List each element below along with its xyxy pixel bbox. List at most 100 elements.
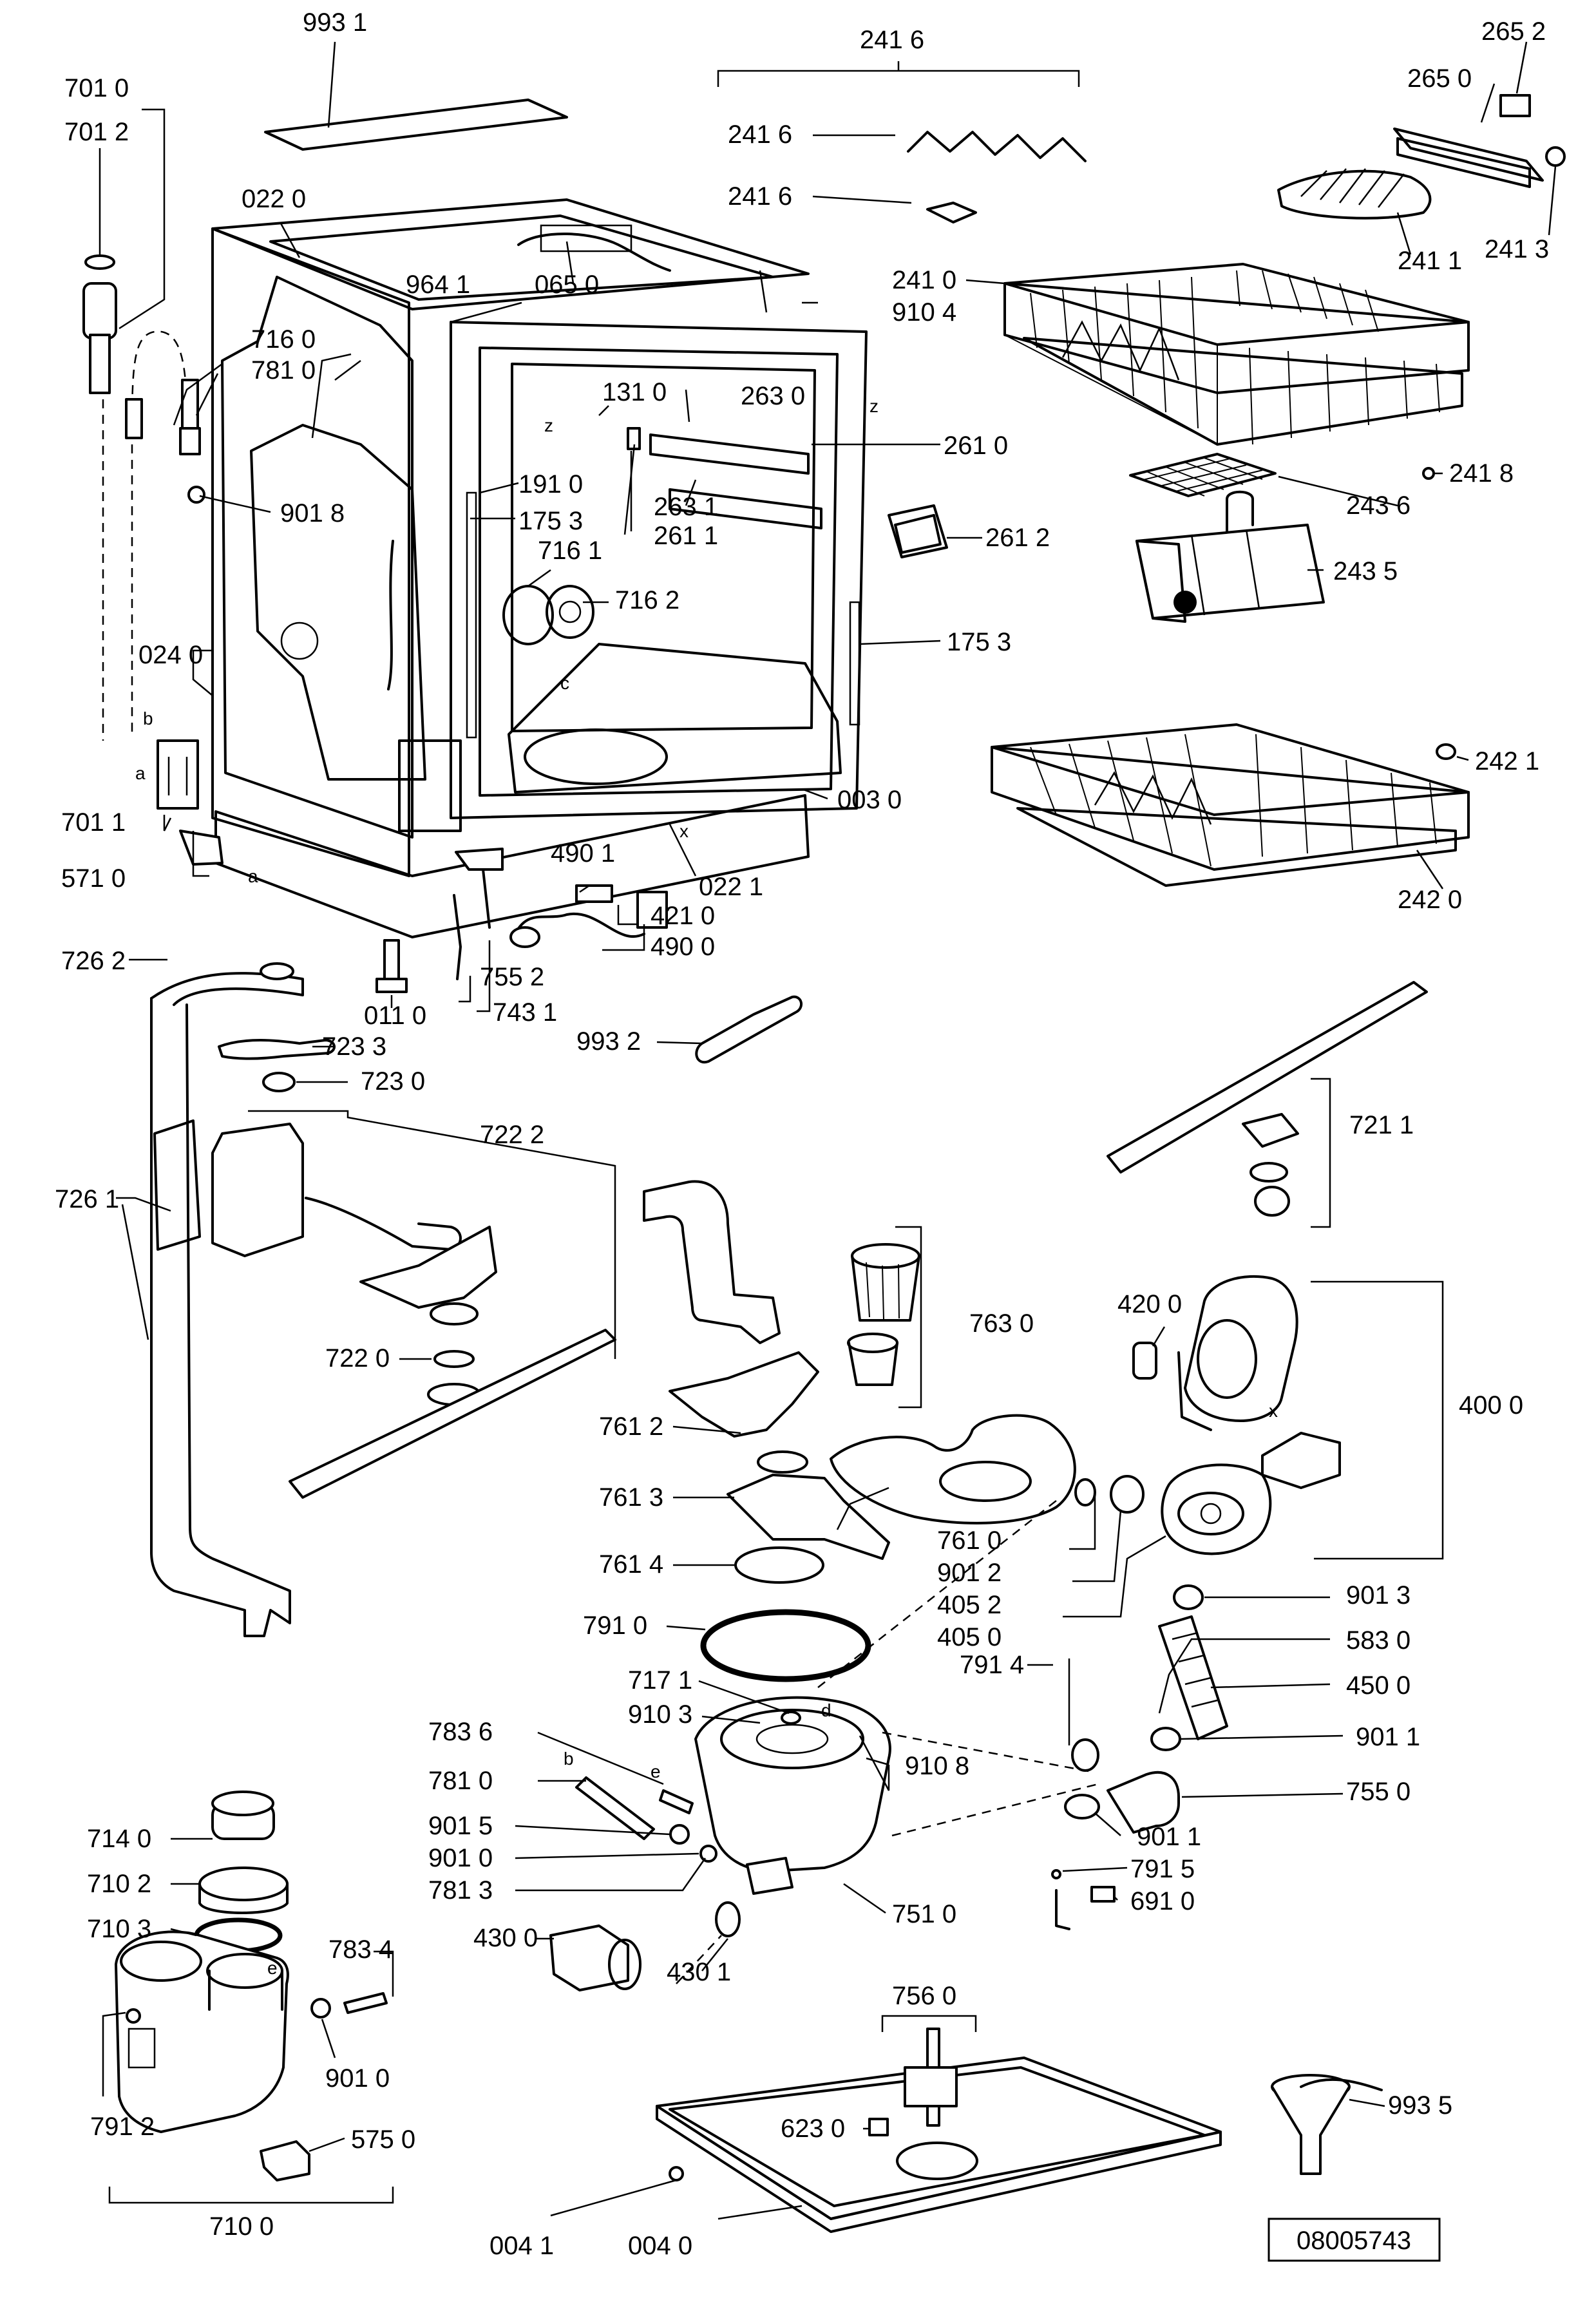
letter-d: d (821, 1700, 831, 1720)
label-901-5: 901 5 (428, 1812, 493, 1840)
label-421-0: 421 0 (651, 902, 715, 930)
label-241-6-clip: 241 6 (728, 182, 792, 211)
label-717-1: 717 1 (628, 1666, 692, 1695)
label-901-0-a: 901 0 (428, 1844, 493, 1872)
letter-c: c (560, 673, 569, 693)
label-901-1-a: 901 1 (1356, 1723, 1420, 1751)
label-241-6-group: 241 6 (860, 26, 924, 54)
label-241-3: 241 3 (1485, 235, 1549, 263)
label-722-0: 722 0 (325, 1344, 390, 1373)
tub-cabinet-part (211, 198, 948, 938)
label-265-0: 265 0 (1407, 64, 1472, 93)
label-781-0-b: 781 0 (428, 1767, 493, 1795)
letter-b-2: b (564, 1749, 574, 1769)
drawing-code: 08005743 (1297, 2227, 1411, 2255)
label-263-1: 263 1 (654, 493, 718, 521)
label-993-2: 993 2 (576, 1027, 641, 1056)
base-plate-part (656, 2028, 1383, 2233)
label-716-2: 716 2 (615, 586, 679, 614)
upper-spray-arm-part (1107, 981, 1428, 1217)
label-901-3: 901 3 (1346, 1581, 1411, 1610)
label-993-1: 993 1 (303, 8, 367, 37)
label-022-1: 022 1 (699, 873, 763, 901)
label-623-0: 623 0 (781, 2114, 845, 2143)
label-756-0: 756 0 (892, 1982, 956, 2010)
label-723-0: 723 0 (361, 1067, 425, 1096)
pump-filter-parts (549, 1180, 1341, 1991)
label-993-5: 993 5 (1388, 2091, 1452, 2120)
label-791-4: 791 4 (960, 1651, 1024, 1679)
label-901-1-b: 901 1 (1137, 1823, 1201, 1851)
label-701-2: 701 2 (64, 118, 129, 146)
letter-a-1: a (248, 866, 258, 886)
label-783-6: 783 6 (428, 1718, 493, 1746)
label-910-8: 910 8 (905, 1752, 969, 1780)
label-241-0: 241 0 (892, 266, 956, 294)
label-701-0: 701 0 (64, 74, 129, 102)
label-761-4: 761 4 (599, 1550, 663, 1579)
label-583-0: 583 0 (1346, 1626, 1411, 1655)
label-241-6-tine: 241 6 (728, 120, 792, 149)
label-901-0-b: 901 0 (325, 2064, 390, 2093)
label-783-4: 783 4 (328, 1935, 393, 1964)
label-761-2: 761 2 (599, 1412, 663, 1441)
leader-lines (102, 41, 1557, 2220)
label-781-0-a: 781 0 (251, 356, 316, 385)
label-761-0: 761 0 (937, 1526, 1002, 1555)
label-722-2: 722 2 (480, 1121, 544, 1149)
label-726-1: 726 1 (55, 1185, 119, 1213)
label-261-0: 261 0 (944, 432, 1008, 460)
label-763-0: 763 0 (969, 1309, 1034, 1338)
upper-rack-part (907, 94, 1566, 623)
label-261-2: 261 2 (985, 524, 1050, 552)
part-labels: 993 1 701 0 701 2 022 0 964 1 065 0 716 … (55, 8, 1549, 2260)
label-791-0: 791 0 (583, 1611, 647, 1640)
label-710-2: 710 2 (87, 1870, 151, 1898)
label-405-2: 405 2 (937, 1591, 1002, 1619)
label-022-0: 022 0 (242, 185, 306, 213)
label-004-1: 004 1 (489, 2232, 554, 2260)
lower-rack-part (991, 723, 1470, 887)
label-450-0: 450 0 (1346, 1671, 1411, 1700)
label-191-0: 191 0 (518, 470, 583, 499)
label-910-3: 910 3 (628, 1700, 692, 1729)
group-brackets (108, 61, 1444, 2204)
letter-z-1: z (544, 415, 553, 435)
label-721-1: 721 1 (1349, 1111, 1414, 1139)
label-490-1: 490 1 (551, 839, 615, 868)
label-003-0: 003 0 (837, 786, 902, 814)
letter-e-1: e (651, 1762, 661, 1781)
label-755-0: 755 0 (1346, 1778, 1411, 1806)
label-791-5: 791 5 (1130, 1855, 1195, 1883)
label-265-2: 265 2 (1481, 17, 1546, 46)
label-716-0: 716 0 (251, 325, 316, 354)
label-710-0: 710 0 (209, 2212, 274, 2241)
label-430-0: 430 0 (473, 1924, 538, 1952)
label-714-0: 714 0 (87, 1825, 151, 1853)
label-726-2: 726 2 (61, 947, 126, 975)
label-755-2: 755 2 (480, 963, 544, 991)
feed-tube-part (150, 962, 616, 1637)
label-261-1: 261 1 (654, 522, 718, 550)
label-571-0: 571 0 (61, 864, 126, 893)
letter-a-2: a (135, 763, 146, 783)
water-softener-part (115, 1791, 388, 2181)
label-430-1: 430 1 (667, 1958, 731, 1986)
label-242-0: 242 0 (1398, 886, 1462, 914)
label-901-2: 901 2 (937, 1559, 1002, 1587)
label-710-3: 710 3 (87, 1915, 151, 1943)
label-575-0: 575 0 (351, 2125, 415, 2154)
label-701-1: 701 1 (61, 808, 126, 837)
label-490-0: 490 0 (651, 933, 715, 961)
label-781-3: 781 3 (428, 1876, 493, 1905)
label-405-0: 405 0 (937, 1623, 1002, 1651)
label-024-0: 024 0 (138, 641, 203, 669)
top-strip-part (264, 41, 568, 151)
letter-x-1: x (679, 821, 689, 841)
label-400-0: 400 0 (1459, 1391, 1523, 1420)
letter-z-2: z (869, 396, 879, 416)
label-243-6: 243 6 (1346, 491, 1411, 520)
label-131-0: 131 0 (602, 378, 667, 406)
letter-e-2: e (267, 1958, 278, 1978)
